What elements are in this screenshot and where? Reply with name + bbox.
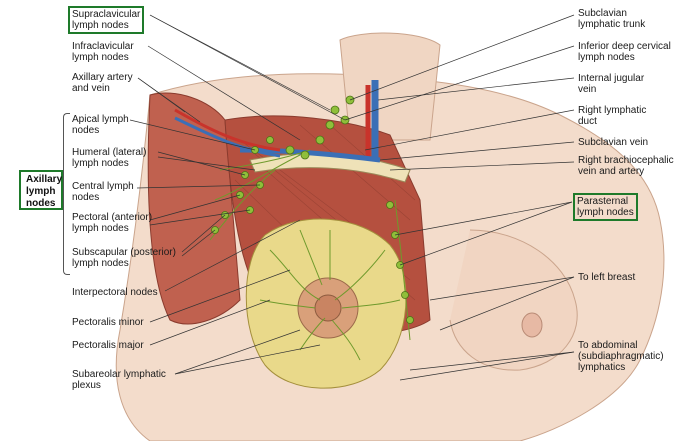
label-interpectoral-nodes: Interpectoral nodes (72, 287, 158, 298)
axillary-lymph-nodes-group-label: Axillary lymph nodes (19, 170, 63, 210)
label-pectoralis-major: Pectoralis major (72, 340, 144, 351)
label-axillary-artery-vein: Axillary artery and vein (72, 72, 133, 94)
label-subareolar-plexus: Subareolar lymphatic plexus (72, 369, 166, 391)
lymph-node-markers (211, 95, 414, 324)
label-humeral-lymph-nodes: Humeral (lateral) lymph nodes (72, 147, 147, 169)
left-leader-lines (129, 14, 346, 375)
label-infraclavicular-lymph-nodes: Infraclavicular lymph nodes (72, 41, 134, 63)
label-to-abdominal-lymphatics: To abdominal (subdiaphragmatic) lymphati… (578, 340, 664, 373)
label-subclavian-vein: Subclavian vein (578, 137, 649, 148)
axillary-vein (174, 116, 281, 158)
label-apical-lymph-nodes: Apical lymph nodes (72, 114, 129, 136)
axillary-group-brace (63, 113, 70, 275)
neck (339, 32, 441, 141)
label-supraclavicular-lymph-nodes: Supraclavicular lymph nodes (68, 6, 145, 34)
label-inferior-deep-cervical-nodes: Inferior deep cervical lymph nodes (578, 41, 671, 63)
label-pectoral-lymph-nodes: Pectoral (anterior) lymph nodes (72, 212, 153, 234)
label-parasternal-lymph-nodes: Parasternal lymph nodes (573, 193, 638, 221)
right-leader-lines (344, 14, 575, 381)
left-breast-outline (449, 229, 578, 371)
label-to-left-breast: To left breast (578, 272, 636, 283)
left-nipple (521, 312, 543, 338)
label-subclavian-lymphatic-trunk: Subclavian lymphatic trunk (578, 8, 646, 30)
label-internal-jugular-vein: Internal jugular vein (578, 73, 645, 95)
label-central-lymph-nodes: Central lymph nodes (72, 181, 134, 203)
label-right-brachiocephalic: Right brachiocephalic vein and artery (578, 155, 674, 177)
deltoid-muscle (147, 92, 241, 325)
label-subscapular-lymph-nodes: Subscapular (posterior) lymph nodes (72, 247, 176, 269)
label-pectoralis-minor: Pectoralis minor (72, 317, 144, 328)
axillary-artery (174, 108, 281, 152)
label-right-lymphatic-duct: Right lymphatic duct (578, 105, 647, 127)
